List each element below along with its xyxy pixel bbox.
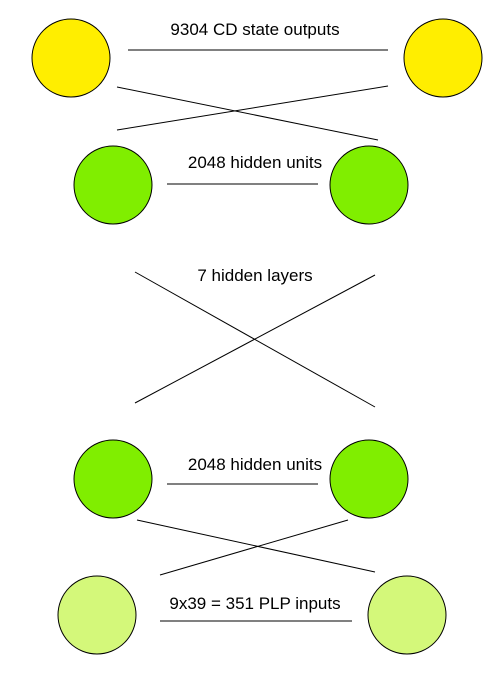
input-node-left (57, 575, 137, 655)
hidden-layers-label: 7 hidden layers (197, 266, 313, 285)
input-cross-line-b (159, 519, 349, 576)
hidden-top-node-left (73, 145, 153, 225)
input-layer-label: 9x39 = 351 PLP inputs (169, 594, 341, 613)
output-cross-line-a (116, 86, 379, 141)
output-layer-label: 9304 CD state outputs (170, 20, 340, 39)
hidden-top-node-right (329, 145, 409, 225)
layers-cross-line-b (134, 274, 376, 404)
input-node-right (367, 575, 447, 655)
hidden-bottom-node-right (329, 439, 409, 519)
output-node-left (31, 18, 111, 98)
input-cross-line-a (136, 519, 376, 573)
hidden-bottom-layer-label: 2048 hidden units (187, 455, 323, 474)
output-node-right (403, 18, 483, 98)
hidden-bottom-node-left (73, 439, 153, 519)
hidden-top-layer-label: 2048 hidden units (187, 153, 323, 172)
output-cross-line-b (116, 85, 389, 131)
